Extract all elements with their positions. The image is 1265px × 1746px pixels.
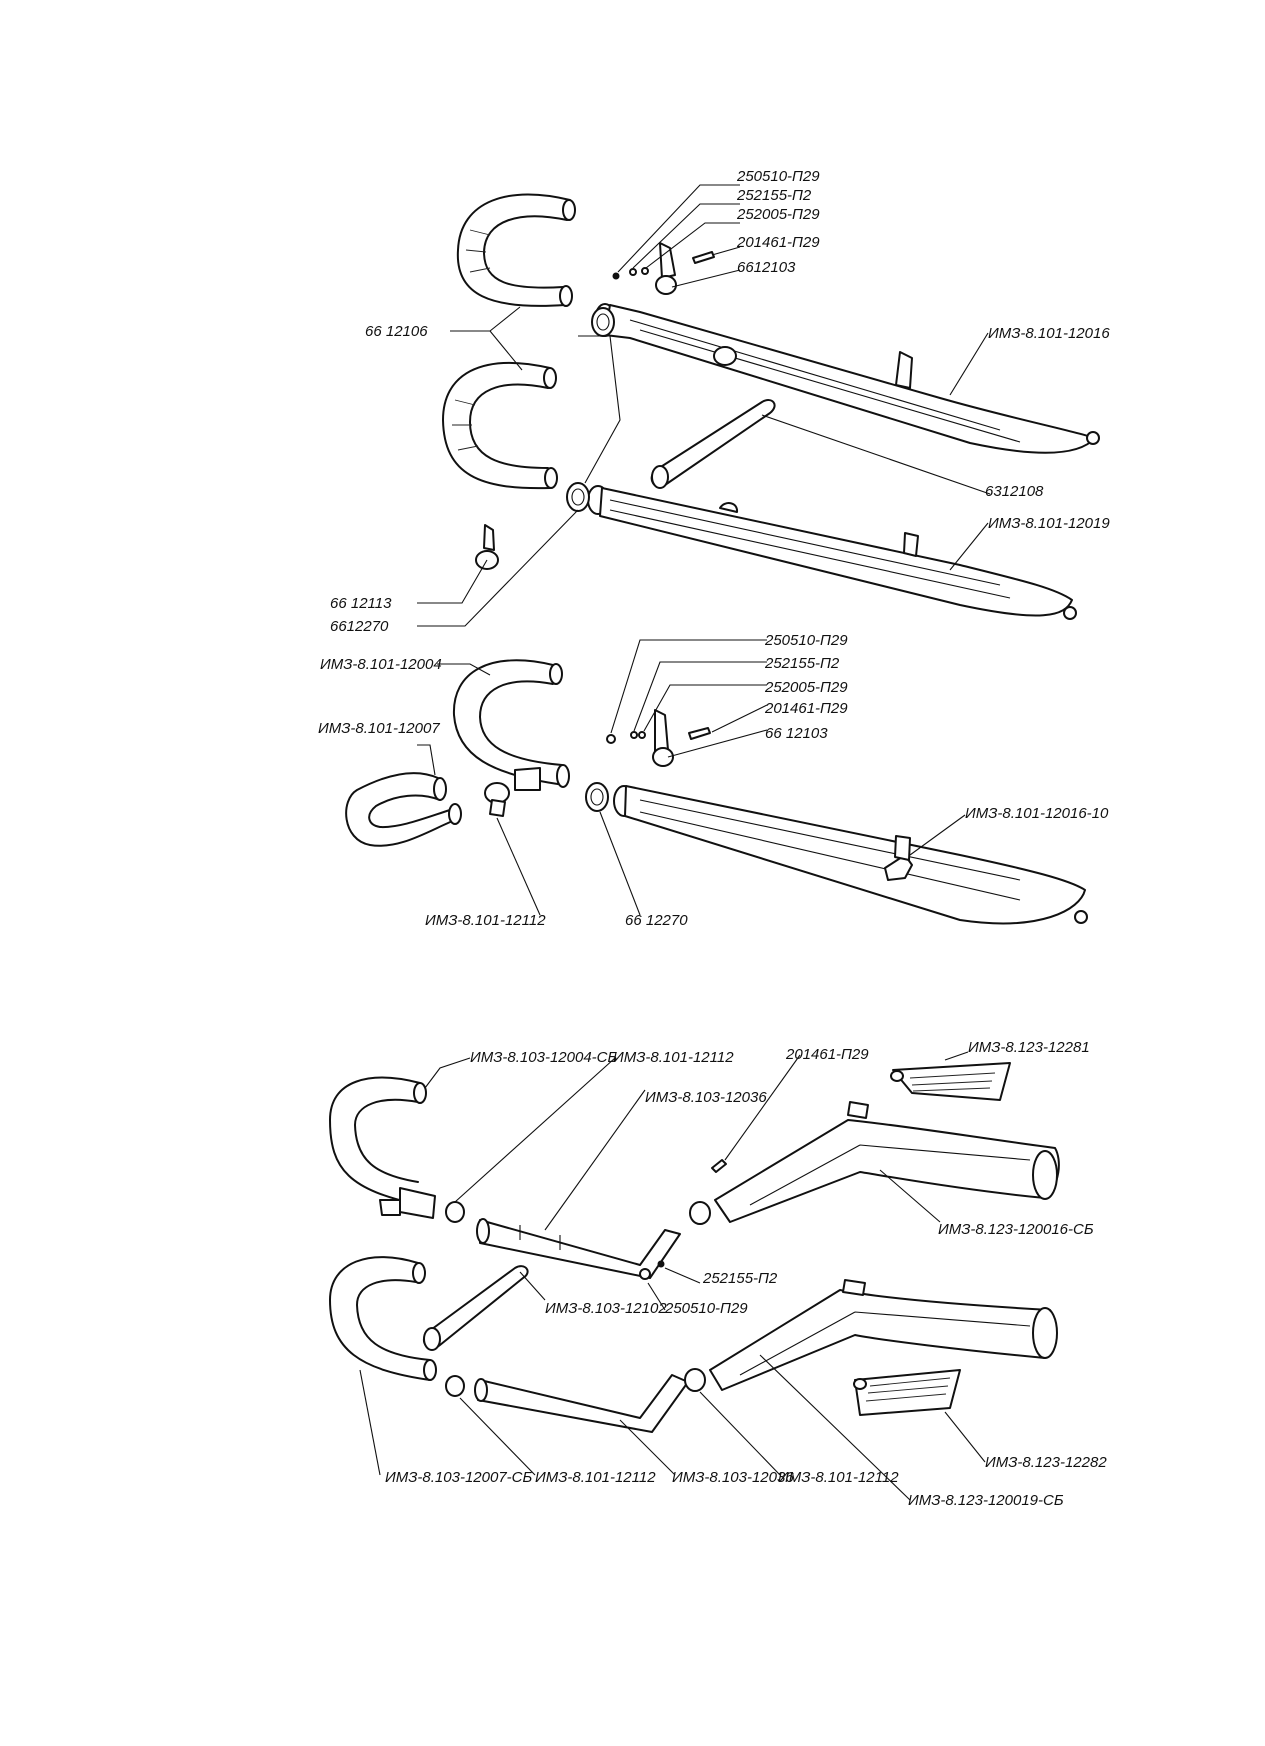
label-muffler-left: ИМЗ-8.101-12019 [988, 515, 1110, 532]
label-clamp-small: 66 12113 [330, 595, 392, 612]
heat-shield-2 [853, 1369, 961, 1416]
clamp-top [612, 242, 715, 295]
label-washer-4: 252005-П29 [764, 679, 848, 696]
label-muffler-10: ИМЗ-8.101-12016-10 [965, 805, 1109, 822]
long-pipe-2 [474, 1374, 689, 1433]
label-tube-short: ИМЗ-8.103-12102 [545, 1300, 667, 1317]
label-bolt-3: 201461-П29 [785, 1046, 869, 1063]
bent-pipe-upper-2 [442, 361, 558, 490]
label-washer-2: 252005-П29 [736, 206, 820, 223]
label-muffler-sb-2: ИМЗ-8.123-120019-СБ [908, 1492, 1064, 1509]
label-ring-1: 6612270 [330, 618, 389, 635]
label-nut-3: 250510-П29 [664, 1300, 748, 1317]
upper-group: 250510-П29 252155-П2 252005-П29 201461-П… [330, 168, 1110, 635]
ring-middle [585, 782, 609, 812]
label-bolt-1: 201461-П29 [736, 234, 820, 251]
label-nut-1: 250510-П29 [736, 168, 820, 185]
crossover-pipe [650, 399, 991, 495]
label-crossover-pipe: 6312108 [985, 483, 1044, 500]
muffler-middle [613, 785, 1088, 925]
label-pipe-upper: 66 12106 [365, 323, 428, 340]
clamp-middle [484, 782, 510, 817]
bent-pipe-sb-2 [329, 1256, 437, 1381]
bent-pipe-main [452, 659, 570, 791]
clamp-middle-top [606, 709, 711, 767]
s-pipe [345, 772, 462, 847]
long-pipe-1 [476, 1218, 681, 1279]
middle-group: 250510-П29 252155-П2 252005-П29 201461-П… [318, 632, 1109, 929]
clamps-lower [445, 1159, 727, 1397]
label-pipe-sb-2: ИМЗ-8.103-12007-СБ [385, 1469, 532, 1486]
label-bolt-2: 201461-П29 [764, 700, 848, 717]
label-clamp-2: 66 12103 [765, 725, 828, 742]
heat-shield-1 [890, 1062, 1011, 1101]
label-washer-5: 252155-П2 [702, 1270, 778, 1287]
label-clamp-c: ИМЗ-8.101-12112 [778, 1469, 899, 1486]
label-clamp-1: 6612103 [737, 259, 796, 276]
bent-pipe-upper-1 [456, 193, 576, 307]
label-pipe-long-2: ИМЗ-8.103-12036 [672, 1469, 794, 1486]
label-muffler-right: ИМЗ-8.101-12016 [988, 325, 1110, 342]
label-pipe-long-1: ИМЗ-8.103-12036 [645, 1089, 767, 1106]
label-muffler-sb-1: ИМЗ-8.123-120016-СБ [938, 1221, 1094, 1238]
short-tube [422, 1265, 529, 1351]
label-clamp-3: ИМЗ-8.101-12112 [425, 912, 546, 929]
label-shield-1: ИМЗ-8.123-12281 [968, 1039, 1090, 1056]
lower-group: ИМЗ-8.103-12004-СБ ИМЗ-8.101-12112 20146… [329, 1039, 1107, 1509]
label-washer-3: 252155-П2 [764, 655, 840, 672]
muffler-sb-1 [714, 1101, 1060, 1223]
muffler-right [594, 303, 1100, 454]
clamp-small [475, 524, 499, 570]
label-washer-1: 252155-П2 [736, 187, 812, 204]
label-pipe-s: ИМЗ-8.101-12007 [318, 720, 440, 737]
label-shield-2: ИМЗ-8.123-12282 [985, 1454, 1107, 1471]
label-pipe-main: ИМЗ-8.101-12004 [320, 656, 442, 673]
label-clamp-a: ИМЗ-8.101-12112 [613, 1049, 734, 1066]
label-clamp-b: ИМЗ-8.101-12112 [535, 1469, 656, 1486]
label-pipe-sb-1: ИМЗ-8.103-12004-СБ [470, 1049, 617, 1066]
label-ring-2: 66 12270 [625, 912, 688, 929]
bent-pipe-sb-1 [329, 1076, 436, 1219]
ring-upper [566, 307, 615, 512]
muffler-sb-2 [709, 1279, 1058, 1391]
muffler-left [587, 485, 1077, 620]
label-nut-2: 250510-П29 [764, 632, 848, 649]
